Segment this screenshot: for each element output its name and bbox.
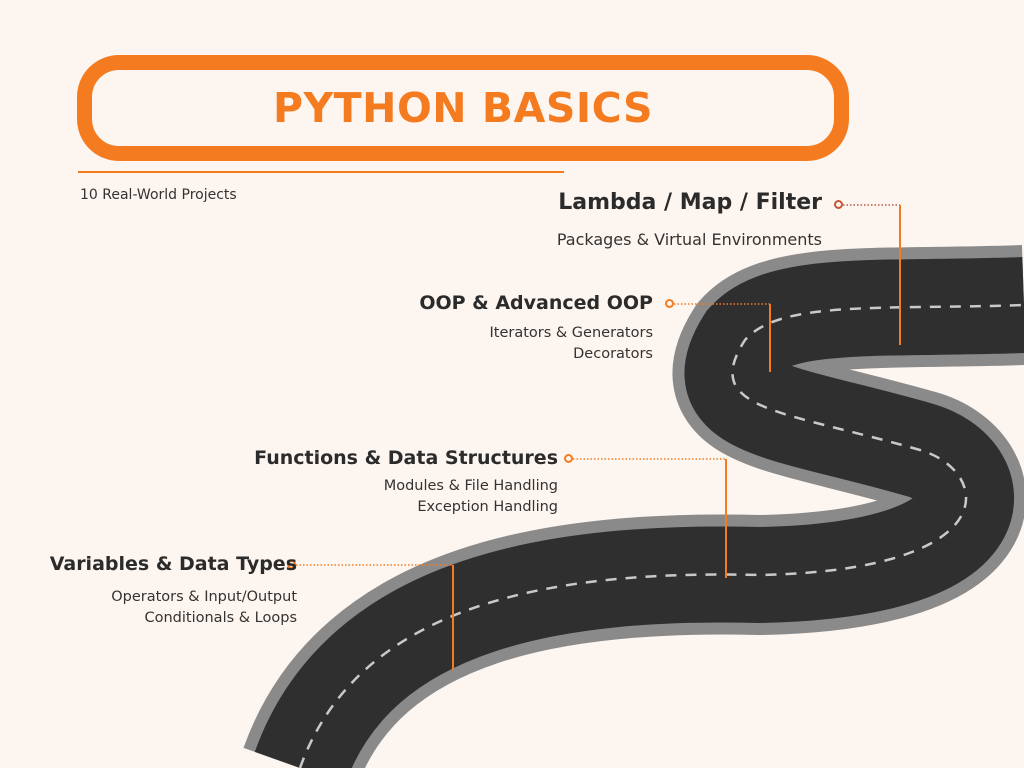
road-lane-markings: [298, 303, 1024, 768]
title-banner: PYTHON BASICS: [77, 55, 849, 161]
connector-functions: [573, 458, 727, 578]
milestone-marker-variables: [287, 560, 296, 569]
milestone-topic: Packages & Virtual Environments: [556, 230, 822, 249]
milestone-variables: Variables & Data Types Operators & Input…: [50, 553, 297, 629]
milestone-marker-lambda: [834, 200, 843, 209]
milestone-topic: Conditionals & Loops: [144, 610, 297, 626]
title-divider: [78, 171, 564, 173]
milestone-title: OOP & Advanced OOP: [419, 292, 653, 314]
milestone-topic: Iterators & Generators: [489, 325, 653, 341]
page-subtitle: 10 Real-World Projects: [80, 187, 237, 203]
page-title: PYTHON BASICS: [272, 84, 654, 132]
milestone-title: Variables & Data Types: [49, 553, 297, 575]
milestone-topic: Modules & File Handling: [383, 478, 558, 494]
connector-variables: [296, 564, 454, 670]
milestone-marker-functions: [564, 454, 573, 463]
milestone-title: Functions & Data Structures: [254, 447, 558, 469]
milestone-oop: OOP & Advanced OOP Iterators & Generator…: [419, 292, 653, 365]
milestone-topic: Operators & Input/Output: [111, 589, 297, 605]
milestone-lambda: Lambda / Map / Filter Packages & Virtual…: [557, 190, 822, 250]
milestone-title: Lambda / Map / Filter: [558, 190, 822, 215]
connector-oop: [674, 303, 771, 372]
milestone-topic: Exception Handling: [417, 499, 558, 515]
milestone-functions: Functions & Data Structures Modules & Fi…: [254, 447, 558, 518]
milestone-topic: Decorators: [573, 346, 653, 362]
connector-lambda: [843, 204, 901, 345]
milestone-marker-oop: [665, 299, 674, 308]
